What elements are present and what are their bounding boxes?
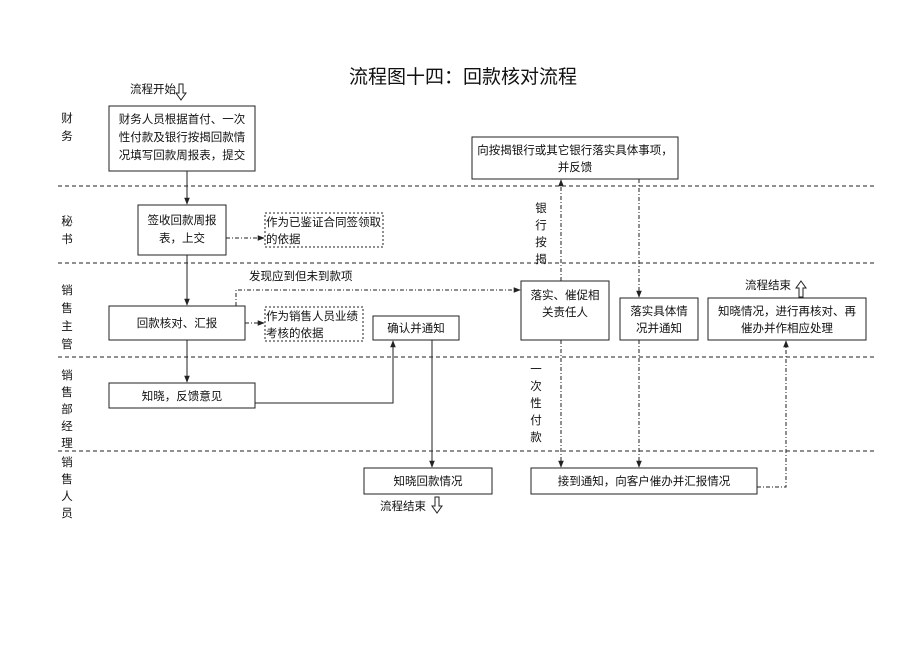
edge-receive-to-recheck [757, 340, 789, 488]
node-line: 确认并通知 [387, 321, 445, 335]
node-line: 催办并作相应处理 [741, 321, 833, 335]
node-receive-notice: 接到通知，向客户催办并汇报情况 [530, 467, 758, 495]
edge-label-char: 次 [530, 379, 542, 393]
end-arrow-down-icon [431, 496, 443, 514]
edge-label-char: 按 [535, 235, 547, 249]
end-label-bottom: 流程结束 [380, 499, 426, 513]
node-finance-fill: 财务人员根据首付、一次 性付款及银行按揭回款情 况填写回款周报表，提交 [108, 105, 256, 172]
node-know-feedback: 知晓，反馈意见 [108, 382, 256, 409]
node-line: 作为已鉴证合同签领取 [266, 215, 381, 229]
lane-char: 销 [61, 368, 73, 382]
edge-label-char: 行 [535, 218, 547, 232]
node-line: 考核的依据 [266, 326, 324, 340]
node-know-recheck: 知晓情况，进行再核对、再 催办并作相应处理 [707, 297, 867, 341]
lane-char: 务 [61, 129, 73, 143]
lane-label-sales-staff: 销 售 人 员 [61, 455, 73, 520]
node-line: 况填写回款周报表，提交 [119, 148, 246, 162]
node-know-payment: 知晓回款情况 [363, 467, 493, 495]
edge-label-char: 银 [535, 201, 547, 215]
lane-char: 员 [61, 506, 73, 520]
lane-char: 人 [61, 489, 73, 503]
node-line: 接到通知，向客户催办并汇报情况 [558, 474, 731, 488]
node-line: 落实具体情 [630, 304, 688, 318]
edge-label-mortgage: 银 行 按 揭 [535, 201, 547, 266]
lane-char: 主 [61, 319, 73, 333]
node-sign-report: 签收回款周报 表，上交 [137, 204, 227, 256]
start-label: 流程开始 [130, 82, 176, 96]
edge-label-char: 款 [530, 430, 542, 444]
node-line: 性付款及银行按揭回款情 [119, 130, 246, 144]
edge-feedback-to-confirm [255, 340, 396, 404]
lane-char: 财 [61, 111, 73, 125]
lane-label-finance: 财 务 [61, 111, 73, 143]
node-implement-urge: 落实、催促相 关责任人 [520, 280, 610, 341]
node-line: 知晓，反馈意见 [142, 389, 223, 403]
lane-char: 销 [61, 283, 73, 297]
lane-char: 部 [61, 402, 73, 416]
node-line: 落实、催促相 [531, 288, 600, 302]
lane-char: 秘 [61, 214, 73, 228]
edge-label-char: 性 [530, 396, 542, 410]
node-line: 并反馈 [558, 160, 593, 174]
lane-char: 销 [61, 455, 73, 469]
node-check-summary: 回款核对、汇报 [108, 305, 246, 341]
lane-char: 经 [61, 419, 73, 433]
lane-label-secretary: 秘 书 [61, 214, 73, 246]
lane-label-sales-manager: 销 售 部 经 理 [61, 368, 73, 450]
node-confirm-notify: 确认并通知 [372, 315, 460, 341]
lane-char: 售 [61, 472, 73, 486]
node-performance-basis: 作为销售人员业绩 考核的依据 [264, 306, 364, 342]
lane-char: 售 [61, 301, 73, 315]
lane-char: 理 [61, 436, 73, 450]
start-arrow-icon [175, 83, 187, 101]
node-line: 知晓情况，进行再核对、再 [718, 304, 856, 318]
edge-label-unpaid: 发现应到但未到款项 [249, 269, 353, 283]
end-arrow-up-icon [795, 280, 807, 298]
node-line: 向按揭银行或其它银行落实具体事项， [477, 143, 673, 157]
edge-label-char: 揭 [535, 252, 547, 266]
node-implement-notify: 落实具体情 况并通知 [619, 297, 699, 341]
node-line: 关责任人 [542, 305, 588, 319]
lane-char: 管 [61, 337, 73, 351]
edge-label-char: 一 [530, 362, 542, 376]
edge-label-lump-sum: 一 次 性 付 款 [530, 362, 542, 444]
node-line: 况并通知 [636, 321, 682, 335]
node-line: 的依据 [266, 232, 301, 246]
lane-char: 书 [61, 232, 73, 246]
lane-char: 售 [61, 385, 73, 399]
node-line: 作为销售人员业绩 [266, 309, 358, 323]
end-label-top: 流程结束 [745, 278, 791, 292]
node-contract-basis: 作为已鉴证合同签领取 的依据 [264, 212, 384, 248]
node-line: 表，上交 [159, 231, 205, 245]
node-line: 回款核对、汇报 [137, 316, 218, 330]
node-line: 知晓回款情况 [394, 474, 463, 488]
node-bank-feedback: 向按揭银行或其它银行落实具体事项， 并反馈 [471, 136, 679, 180]
node-line: 签收回款周报 [148, 213, 217, 227]
lane-label-sales-supervisor: 销 售 主 管 [61, 283, 73, 351]
edge-label-char: 付 [530, 413, 542, 427]
page-title: 流程图十四：回款核对流程 [349, 66, 577, 88]
edge-check-to-urge [235, 287, 521, 306]
node-line: 财务人员根据首付、一次 [119, 112, 246, 126]
